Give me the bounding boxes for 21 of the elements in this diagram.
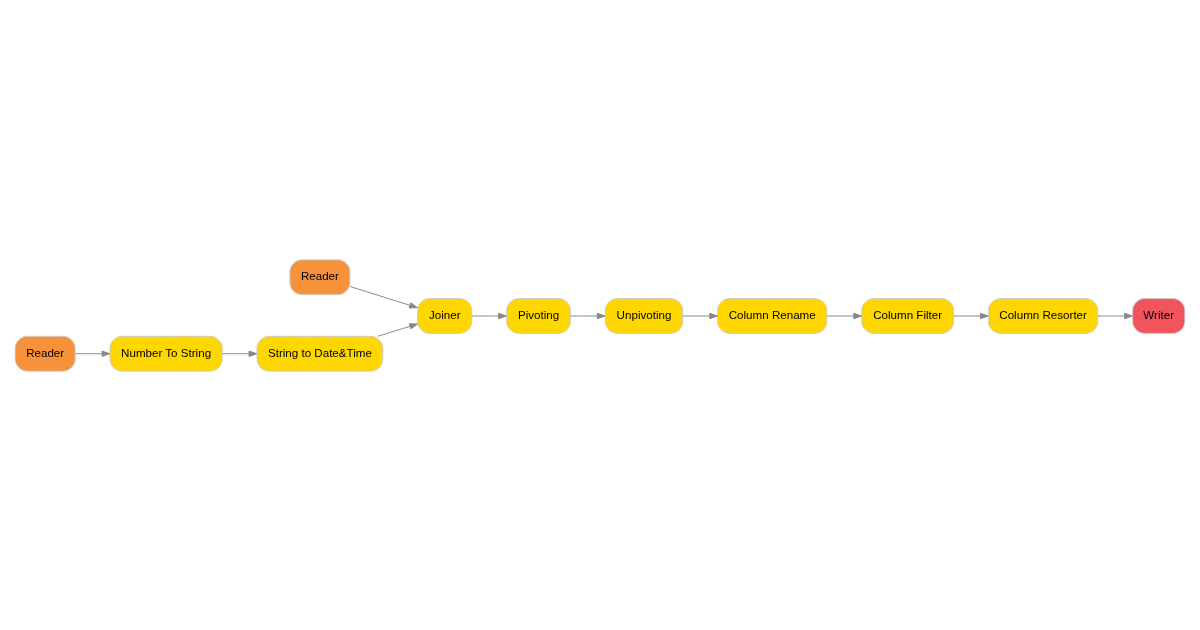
arrow	[953, 312, 989, 319]
arrow	[826, 312, 863, 319]
arrow	[74, 350, 111, 357]
arrow	[377, 322, 419, 337]
node-box: Column Rename	[717, 297, 828, 334]
node-box: Pivoting	[506, 297, 571, 334]
arrow	[570, 312, 606, 319]
arrow	[221, 350, 258, 357]
node-box: Number To String	[109, 335, 223, 372]
node-box: Unpivoting	[604, 297, 684, 334]
node-box: String to Date&Time	[256, 335, 384, 372]
node-box: Reader	[14, 335, 76, 372]
node-box: Joiner	[417, 297, 473, 334]
node-box: Writer	[1132, 297, 1186, 334]
node-box: Column Filter	[861, 297, 955, 334]
arrow	[471, 312, 507, 319]
arrow	[349, 285, 418, 308]
node-box: Column Resorter	[987, 297, 1099, 334]
arrow	[682, 312, 718, 319]
arrow	[1097, 312, 1133, 319]
node-box: Reader	[289, 258, 351, 295]
